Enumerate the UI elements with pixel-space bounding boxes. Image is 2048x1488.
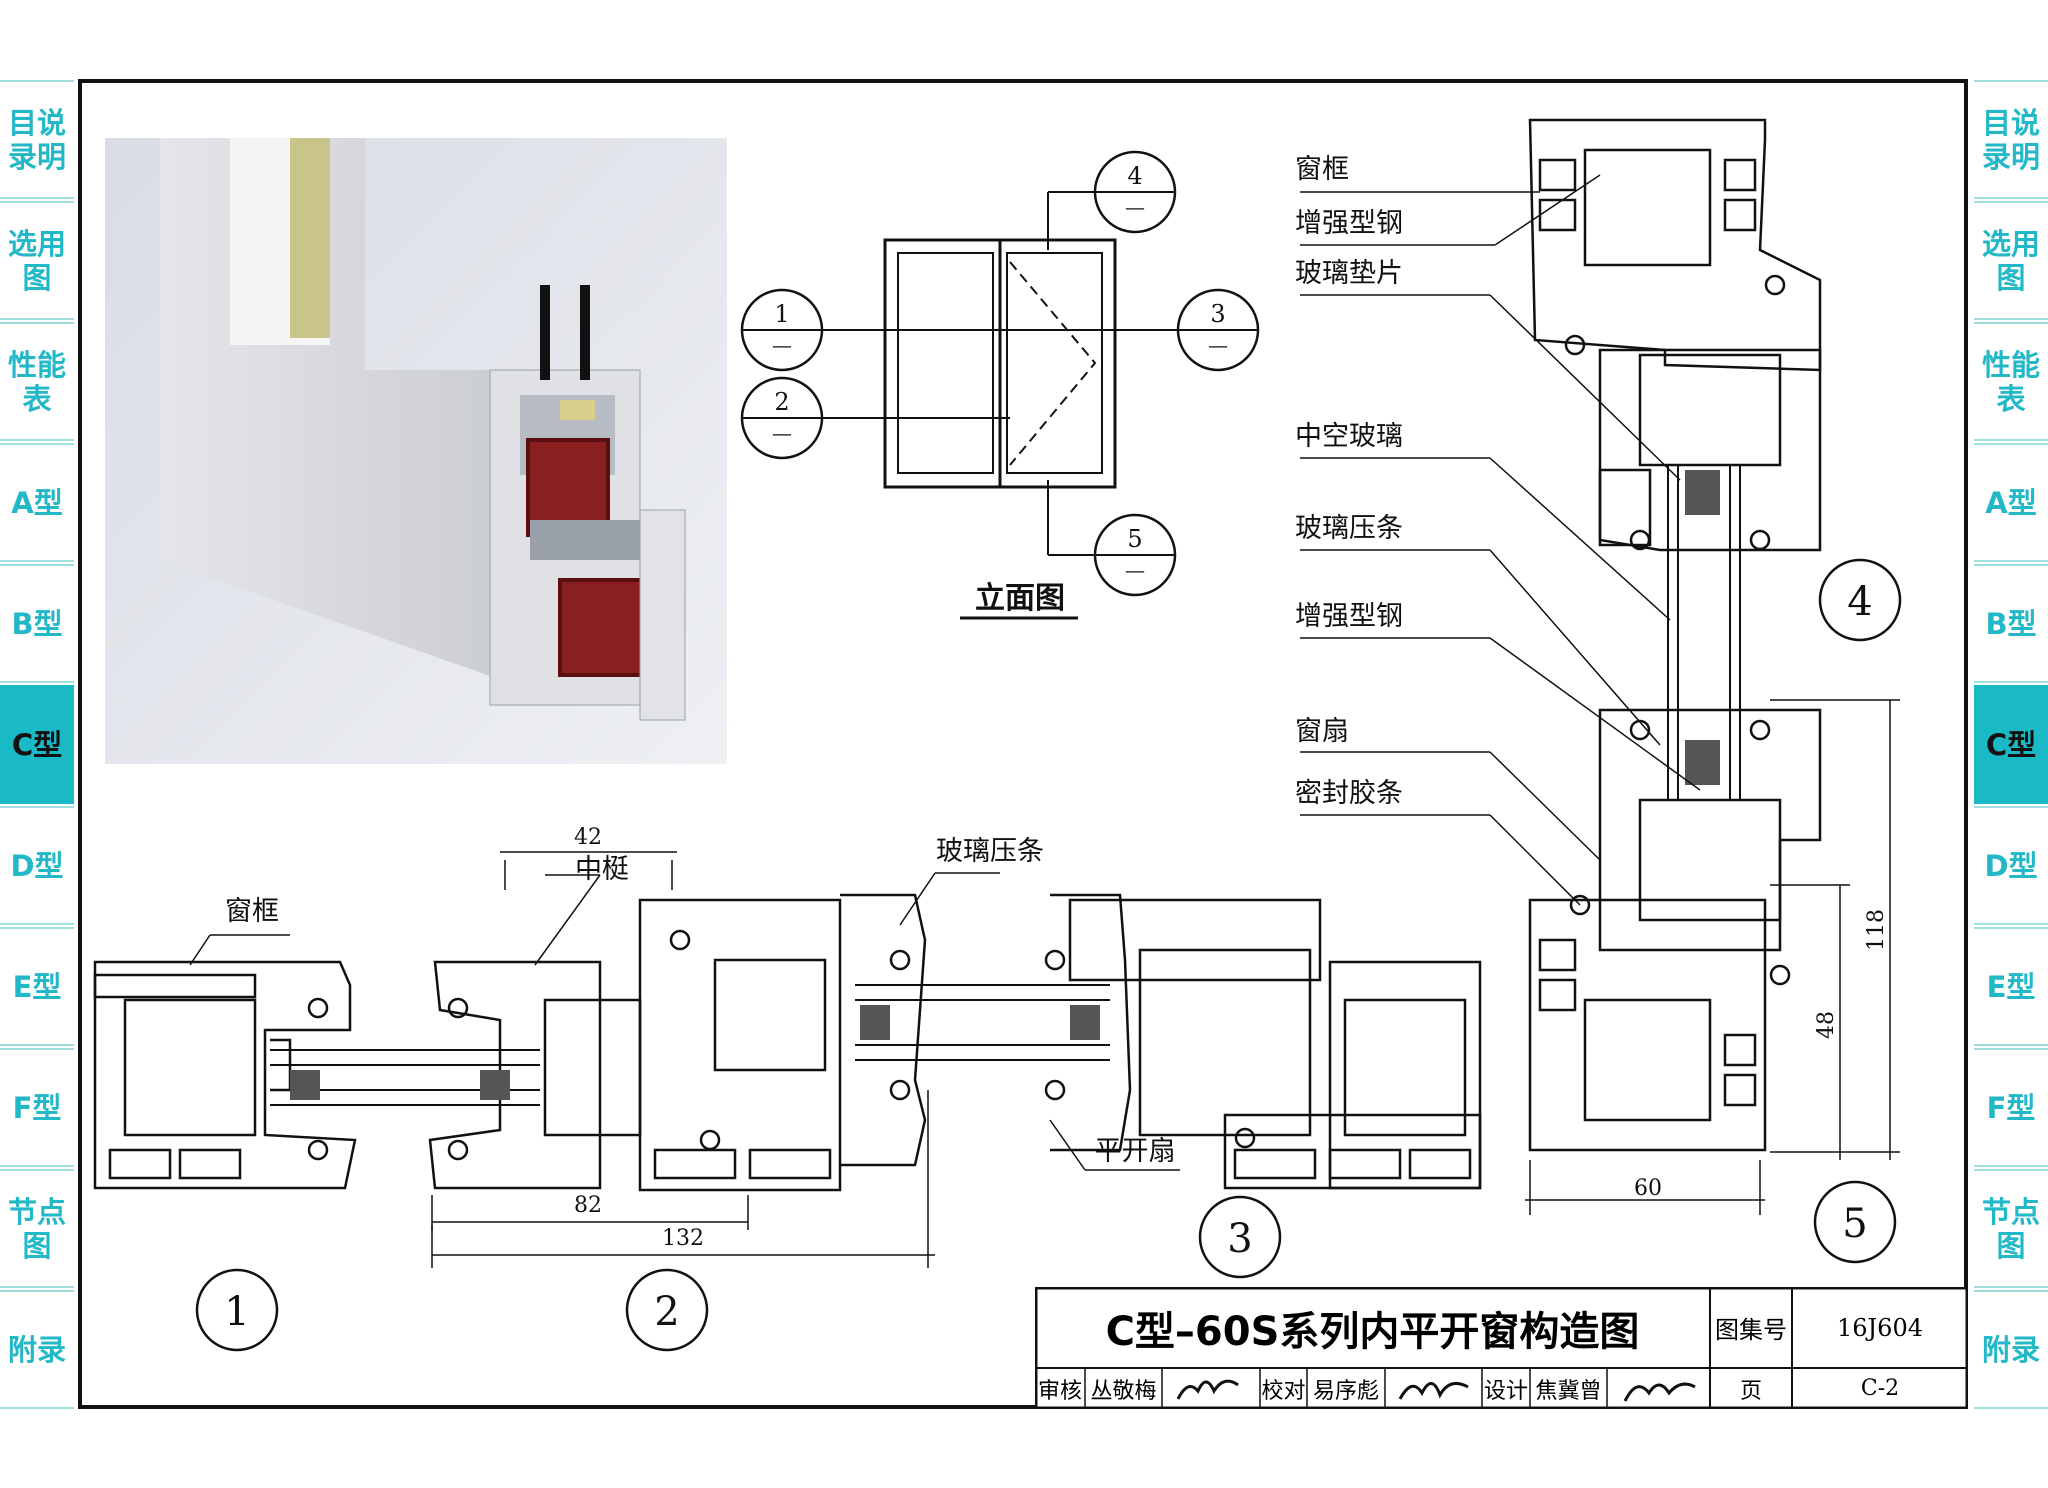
dim-118: 118 [1864, 909, 1889, 951]
label-casement: 平开扇 [1095, 1136, 1176, 1167]
tab-type-b-right[interactable]: B型 [1974, 564, 2048, 683]
elevation-marker-5-num: 5 [1127, 525, 1142, 553]
detail-number-1: 1 [224, 1289, 249, 1335]
right-sidebar: 目说录明 选用图 性能表 A型 B型 C型 D型 E型 F型 节点图 附录 [1974, 80, 2048, 1411]
tab-performance-right[interactable]: 性能表 [1974, 322, 2048, 441]
tab-appendix[interactable]: 附录 [0, 1290, 74, 1409]
elevation-marker-5-sub: — [1125, 558, 1145, 582]
check-label: 校对 [1261, 1378, 1306, 1404]
tab-performance[interactable]: 性能表 [0, 322, 74, 441]
elevation-marker-3-num: 3 [1210, 300, 1225, 328]
atlas-number: 16J604 [1837, 1313, 1923, 1342]
label-glazing-bead-h: 玻璃压条 [936, 836, 1044, 867]
tab-type-a-right[interactable]: A型 [1974, 443, 2048, 562]
detail-callouts-h [195, 1195, 1282, 1352]
tab-nodes-right[interactable]: 节点图 [1974, 1169, 2048, 1288]
drawing-title: C型–60S系列内平开窗构造图 [1105, 1308, 1640, 1355]
tab-selection[interactable]: 选用图 [0, 201, 74, 320]
atlas-label: 图集号 [1715, 1316, 1787, 1344]
elevation-marker-1-sub: — [772, 333, 792, 357]
tab-contents-right[interactable]: 目说录明 [1974, 80, 2048, 199]
tab-type-e-right[interactable]: E型 [1974, 927, 2048, 1046]
elevation-marker-1-num: 1 [774, 300, 789, 328]
tab-type-c-right[interactable]: C型 [1974, 685, 2048, 804]
page-label: 页 [1739, 1378, 1762, 1404]
detail-number-4: 4 [1847, 579, 1872, 625]
tab-type-c[interactable]: C型 [0, 685, 74, 804]
tab-type-f-right[interactable]: F型 [1974, 1048, 2048, 1167]
label-mullion: 中梃 [575, 854, 629, 885]
label-glass-spacer: 玻璃垫片 [1295, 258, 1403, 289]
dim-132: 132 [662, 1226, 704, 1251]
detail-number-5: 5 [1842, 1201, 1867, 1247]
elevation-marker-2-sub: — [772, 421, 792, 445]
page-number: C-2 [1860, 1376, 1900, 1401]
dim-48: 48 [1814, 1011, 1839, 1039]
label-insulated-glass: 中空玻璃 [1295, 421, 1403, 452]
elevation-title: 立面图 [975, 581, 1065, 616]
vertical-section [1300, 118, 1900, 1215]
tab-nodes[interactable]: 节点图 [0, 1169, 74, 1288]
tab-type-a[interactable]: A型 [0, 443, 74, 562]
design-label: 设计 [1483, 1378, 1528, 1404]
detail-callouts-v [1813, 558, 1902, 1264]
label-frame-h: 窗框 [225, 896, 279, 927]
tab-selection-right[interactable]: 选用图 [1974, 201, 2048, 320]
label-reinforcing-steel-1: 增强型钢 [1295, 208, 1403, 239]
dim-42: 42 [574, 825, 602, 850]
dim-60: 60 [1634, 1176, 1662, 1201]
elevation-diagram: 1 — 2 — 3 — 4 — 5 — 立面图 [740, 150, 1260, 620]
tab-type-d[interactable]: D型 [0, 806, 74, 925]
drawing-frame [78, 79, 1968, 1409]
review-label: 审核 [1037, 1378, 1082, 1404]
left-sidebar: 目说录明 选用图 性能表 A型 B型 C型 D型 E型 F型 节点图 附录 [0, 80, 74, 1411]
tab-type-d-right[interactable]: D型 [1974, 806, 2048, 925]
label-frame-v: 窗框 [1295, 154, 1349, 185]
elevation-marker-4-sub: — [1125, 195, 1145, 219]
label-reinforcing-steel-2: 增强型钢 [1295, 601, 1403, 632]
profile-render-image [105, 138, 727, 764]
reviewer-name: 丛敬梅 [1090, 1378, 1157, 1404]
detail-number-2: 2 [654, 1289, 679, 1335]
tab-appendix-right[interactable]: 附录 [1974, 1290, 2048, 1409]
label-glazing-bead-v: 玻璃压条 [1295, 513, 1403, 544]
dim-82: 82 [574, 1193, 602, 1218]
horizontal-section [93, 851, 1482, 1268]
tab-type-b[interactable]: B型 [0, 564, 74, 683]
elevation-marker-3-sub: — [1208, 333, 1228, 357]
tab-contents[interactable]: 目说录明 [0, 80, 74, 199]
label-seal-strip: 密封胶条 [1295, 778, 1403, 809]
designer-name: 焦冀曾 [1535, 1378, 1602, 1404]
detail-number-3: 3 [1227, 1216, 1252, 1262]
elevation-marker-4-num: 4 [1127, 162, 1142, 190]
elevation-marker-2-num: 2 [774, 388, 789, 416]
checker-name: 易序彪 [1312, 1378, 1379, 1404]
label-sash: 窗扇 [1295, 716, 1349, 747]
title-block: C型–60S系列内平开窗构造图 图集号 16J604 审核 丛敬梅 校对 易序彪… [1035, 1287, 1968, 1409]
tab-type-e[interactable]: E型 [0, 927, 74, 1046]
tab-type-f[interactable]: F型 [0, 1048, 74, 1167]
